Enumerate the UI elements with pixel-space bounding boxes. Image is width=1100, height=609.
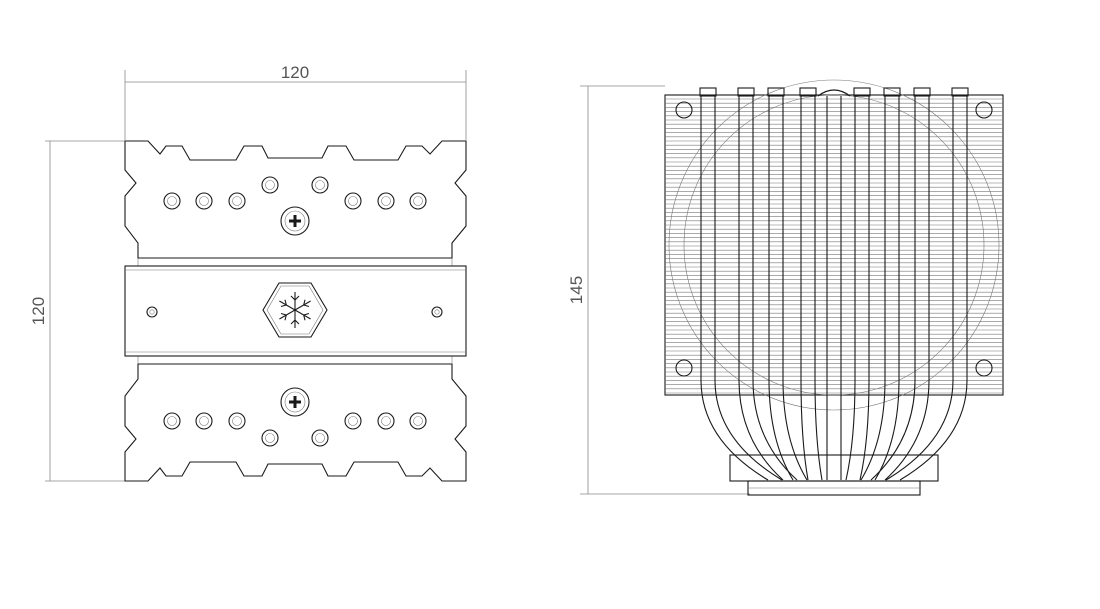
- side-height-dimension: 145: [567, 85, 750, 495]
- front-height-label: 120: [29, 297, 48, 325]
- fan-bracket: [124, 265, 467, 357]
- side-view: 145: [567, 79, 1004, 496]
- front-view: 120 120: [29, 63, 467, 482]
- phillips-screw-icon: [280, 206, 310, 236]
- fan-mount-holes: [675, 101, 993, 377]
- top-holes: [163, 176, 427, 210]
- cooling-fins: [665, 98, 1003, 394]
- top-fin-plate: [124, 140, 467, 259]
- front-height-dimension: 120: [29, 140, 125, 482]
- phillips-screw-icon: [280, 387, 310, 417]
- heatpipe: [768, 96, 808, 481]
- heatpipe: [826, 96, 842, 480]
- heatpipe: [700, 96, 783, 481]
- heatpipe-caps: [699, 87, 969, 97]
- bottom-holes: [163, 412, 427, 447]
- heatpipe: [870, 96, 930, 481]
- side-height-label: 145: [567, 276, 586, 304]
- bracket-screw-right: [431, 306, 443, 318]
- heatpipes: [700, 96, 968, 481]
- heatpipe: [845, 96, 870, 481]
- fin-stack: [664, 94, 1004, 396]
- front-width-dimension: 120: [124, 63, 467, 140]
- bottom-fin-plate: [124, 363, 467, 482]
- bracket-screw-left: [146, 306, 158, 318]
- cooler-base: [729, 454, 939, 496]
- fan-outline: [668, 79, 1000, 411]
- heatpipe: [885, 96, 968, 481]
- front-width-label: 120: [281, 63, 309, 82]
- heatpipe: [800, 96, 823, 481]
- snowflake-hexagon-icon: [262, 282, 328, 338]
